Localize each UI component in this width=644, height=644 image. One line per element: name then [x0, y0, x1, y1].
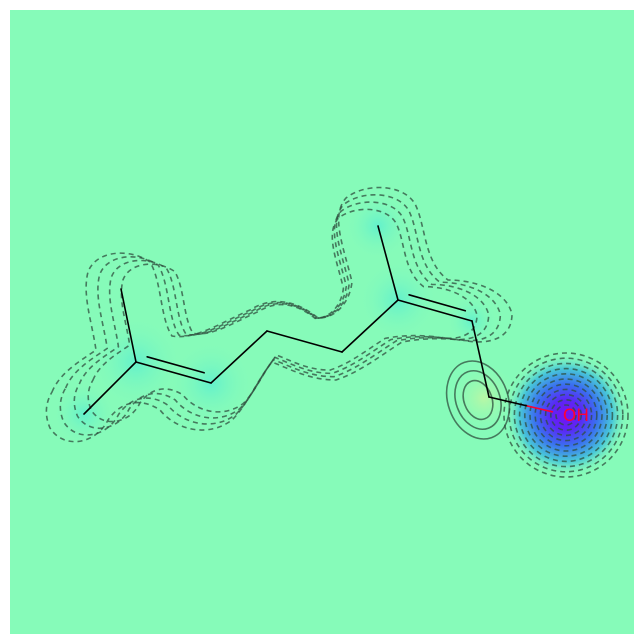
- oh-contour-6: [529, 378, 603, 452]
- bond-9: [397, 299, 473, 322]
- positive-contour-2: [454, 370, 502, 430]
- oh-contour-5: [523, 372, 608, 457]
- map-background: [10, 10, 634, 634]
- atom-label-o1: OH: [563, 406, 589, 426]
- oh-contour-1: [503, 352, 629, 478]
- bond-3: [135, 361, 212, 384]
- carbon-contour-4: [88, 209, 477, 421]
- oh-contour-2: [508, 357, 624, 473]
- contour-layer: [46, 188, 629, 478]
- oh-contour-9: [544, 393, 588, 437]
- carbon-contour-3: [74, 202, 488, 428]
- oh-contour-10: [549, 398, 582, 431]
- bond-7: [341, 299, 399, 353]
- bond-11-hetero: [526, 405, 554, 413]
- bond-11: [488, 396, 529, 407]
- bond-10: [471, 320, 490, 398]
- bond-3-double: [146, 356, 205, 374]
- bond-1: [83, 361, 137, 415]
- carbon-contour-1: [46, 188, 512, 442]
- bond-layer: [83, 225, 554, 415]
- oh-contour-8: [539, 388, 593, 442]
- oh-contour-4: [518, 367, 614, 463]
- bond-9-double: [408, 294, 467, 312]
- positive-contour-3: [462, 379, 494, 421]
- bond-2: [120, 288, 137, 363]
- oh-contour-11: [555, 404, 577, 426]
- atom-label-layer: OH: [563, 406, 589, 426]
- oh-contour-3: [513, 362, 619, 468]
- carbon-contour-2: [60, 195, 500, 435]
- bond-8: [377, 225, 399, 301]
- oh-contour-7: [534, 383, 598, 447]
- heat-blob-oh: [504, 353, 628, 477]
- positive-contour-1: [445, 360, 511, 440]
- bond-4: [210, 330, 268, 384]
- bond-5: [266, 330, 343, 353]
